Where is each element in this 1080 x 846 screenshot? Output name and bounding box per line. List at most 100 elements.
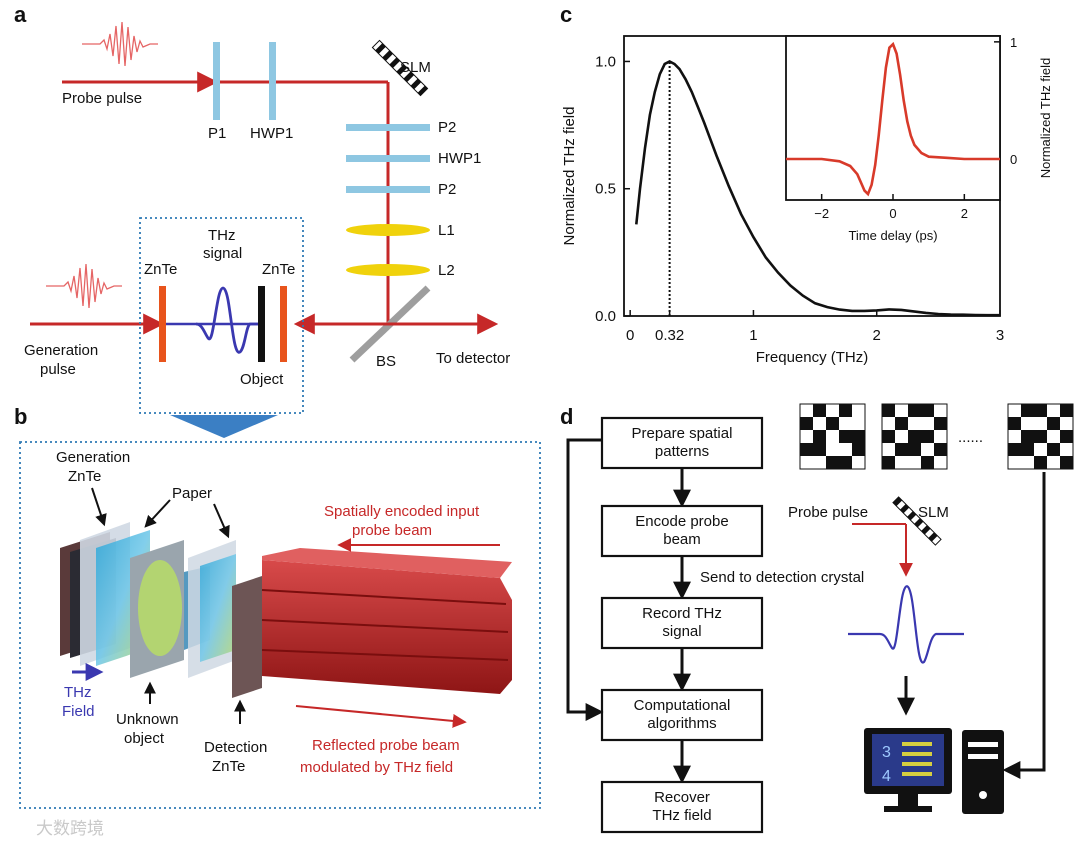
optic-label-0: P2 bbox=[438, 119, 456, 136]
pattern-cell bbox=[908, 443, 921, 456]
thz-signal-label-2: signal bbox=[203, 245, 242, 262]
flow-step-box bbox=[600, 688, 764, 742]
pattern-cell bbox=[908, 430, 921, 443]
spectrum-x-tick-label: 0 bbox=[626, 327, 634, 344]
pattern-cell bbox=[839, 430, 852, 443]
pattern-cell bbox=[813, 404, 826, 417]
lens-l1 bbox=[346, 224, 430, 236]
pattern-cell bbox=[1008, 443, 1021, 456]
optic-label-2: P2 bbox=[438, 181, 456, 198]
panel-a-letter: a bbox=[14, 2, 27, 27]
probe-pulse-label-d: Probe pulse bbox=[788, 504, 868, 521]
zoom-arrow-icon bbox=[170, 415, 278, 438]
spectrum-x-tick-label: 2 bbox=[873, 327, 881, 344]
p1-label: P1 bbox=[208, 125, 226, 142]
spectrum-y-tick-label: 1.0 bbox=[595, 53, 616, 70]
pattern-cell bbox=[882, 404, 895, 417]
slm-label-d: SLM bbox=[918, 504, 949, 521]
generation-znte-label-2: ZnTe bbox=[68, 468, 101, 485]
computer-monitor-icon: 3 4 bbox=[864, 728, 952, 812]
pattern-cell bbox=[813, 443, 826, 456]
pattern-cell bbox=[1021, 404, 1034, 417]
pattern-cell bbox=[934, 443, 947, 456]
pattern-cell bbox=[908, 404, 921, 417]
flow-step-label: Encode probe bbox=[635, 513, 728, 530]
paper-label: Paper bbox=[172, 485, 212, 502]
thz-field-label-2: Field bbox=[62, 703, 95, 720]
flow-step-box bbox=[600, 780, 764, 834]
pattern-cell bbox=[813, 430, 826, 443]
flow-step-box bbox=[600, 416, 764, 470]
loop-arrow bbox=[566, 438, 604, 721]
panel-b-letter: b bbox=[14, 404, 27, 429]
slm-label: SLM bbox=[400, 59, 431, 76]
inset-axes-frame bbox=[785, 35, 1001, 201]
panel-b: b Generation ZnTe Paper THz Field Unknow… bbox=[14, 404, 541, 838]
pattern-cell bbox=[1034, 430, 1047, 443]
spatial-patterns bbox=[799, 403, 1074, 470]
hwp1-plate bbox=[269, 42, 276, 120]
znte-generation-crystal bbox=[159, 286, 166, 362]
paper-pointer-2 bbox=[213, 503, 230, 539]
send-label: Send to detection crystal bbox=[700, 569, 864, 586]
input-beam-label-2: probe beam bbox=[352, 522, 432, 539]
inset-y-axis-label: Normalized THz field bbox=[1038, 58, 1053, 178]
object-shape bbox=[138, 560, 182, 656]
flow-step-label: Computational bbox=[634, 697, 731, 714]
watermark: 大数跨境 bbox=[36, 819, 104, 838]
pattern-cell bbox=[1047, 417, 1060, 430]
unknown-object-label-2: object bbox=[124, 730, 165, 747]
inset-x-tick-label: 2 bbox=[961, 206, 968, 221]
slm-mirror bbox=[371, 39, 429, 97]
pattern-cell bbox=[1034, 456, 1047, 469]
pattern-cell bbox=[852, 430, 865, 443]
inset-series-line bbox=[786, 41, 1000, 197]
setup-zoom-box bbox=[139, 217, 304, 414]
beam-top-face bbox=[262, 548, 512, 578]
reflected-beam-label-2: modulated by THz field bbox=[300, 759, 453, 776]
spectrum-x-tick-label: 0.32 bbox=[655, 327, 684, 344]
flow-step-label: Prepare spatial bbox=[632, 425, 733, 442]
pattern-cell bbox=[800, 417, 813, 430]
pattern-cell bbox=[826, 456, 839, 469]
pattern-cell bbox=[895, 443, 908, 456]
pattern-cell bbox=[895, 417, 908, 430]
optic-label-3: L1 bbox=[438, 222, 455, 239]
unknown-object-label-1: Unknown bbox=[116, 711, 179, 728]
bs-label: BS bbox=[376, 353, 396, 370]
p1-plate bbox=[213, 42, 220, 120]
flow-step-label: Record THz bbox=[642, 605, 722, 622]
reflected-beam-label-1: Reflected probe beam bbox=[312, 737, 460, 754]
pattern-cell bbox=[882, 456, 895, 469]
screen-digit-4: 4 bbox=[882, 768, 891, 785]
pattern-cell bbox=[852, 443, 865, 456]
flow-step-label: THz field bbox=[652, 807, 711, 824]
pattern-cell bbox=[1008, 417, 1021, 430]
inset-y-tick-label: 1 bbox=[1010, 35, 1017, 50]
inset-x-tick-label: 0 bbox=[889, 206, 896, 221]
detection-znte-label-2: ZnTe bbox=[212, 758, 245, 775]
inset-y-tick-label: 0 bbox=[1010, 152, 1017, 167]
znte-detection-crystal bbox=[280, 286, 287, 362]
pattern-cell bbox=[839, 404, 852, 417]
input-beam-label-1: Spatially encoded input bbox=[324, 503, 480, 520]
to-detector-label: To detector bbox=[436, 350, 510, 367]
panel-a: a Probe pulse P1 HWP1 SLM P2 HWP1 P2 L1 … bbox=[14, 2, 510, 438]
generation-znte-label-1: Generation bbox=[56, 449, 130, 466]
p2-plate-bottom bbox=[346, 186, 430, 193]
pattern-cell bbox=[1060, 430, 1073, 443]
pattern-cell bbox=[1034, 404, 1047, 417]
hwp1-label: HWP1 bbox=[250, 125, 293, 142]
thz-signal-label-1: THz bbox=[208, 227, 236, 244]
flow-step-label: algorithms bbox=[647, 715, 716, 732]
pattern-cell bbox=[1060, 456, 1073, 469]
flow-step-label: Recover bbox=[654, 789, 710, 806]
pattern-cell bbox=[1021, 443, 1034, 456]
flow-step-label: beam bbox=[663, 531, 701, 548]
znte-left-label: ZnTe bbox=[144, 261, 177, 278]
pattern-to-computer-arrow bbox=[1002, 472, 1046, 779]
